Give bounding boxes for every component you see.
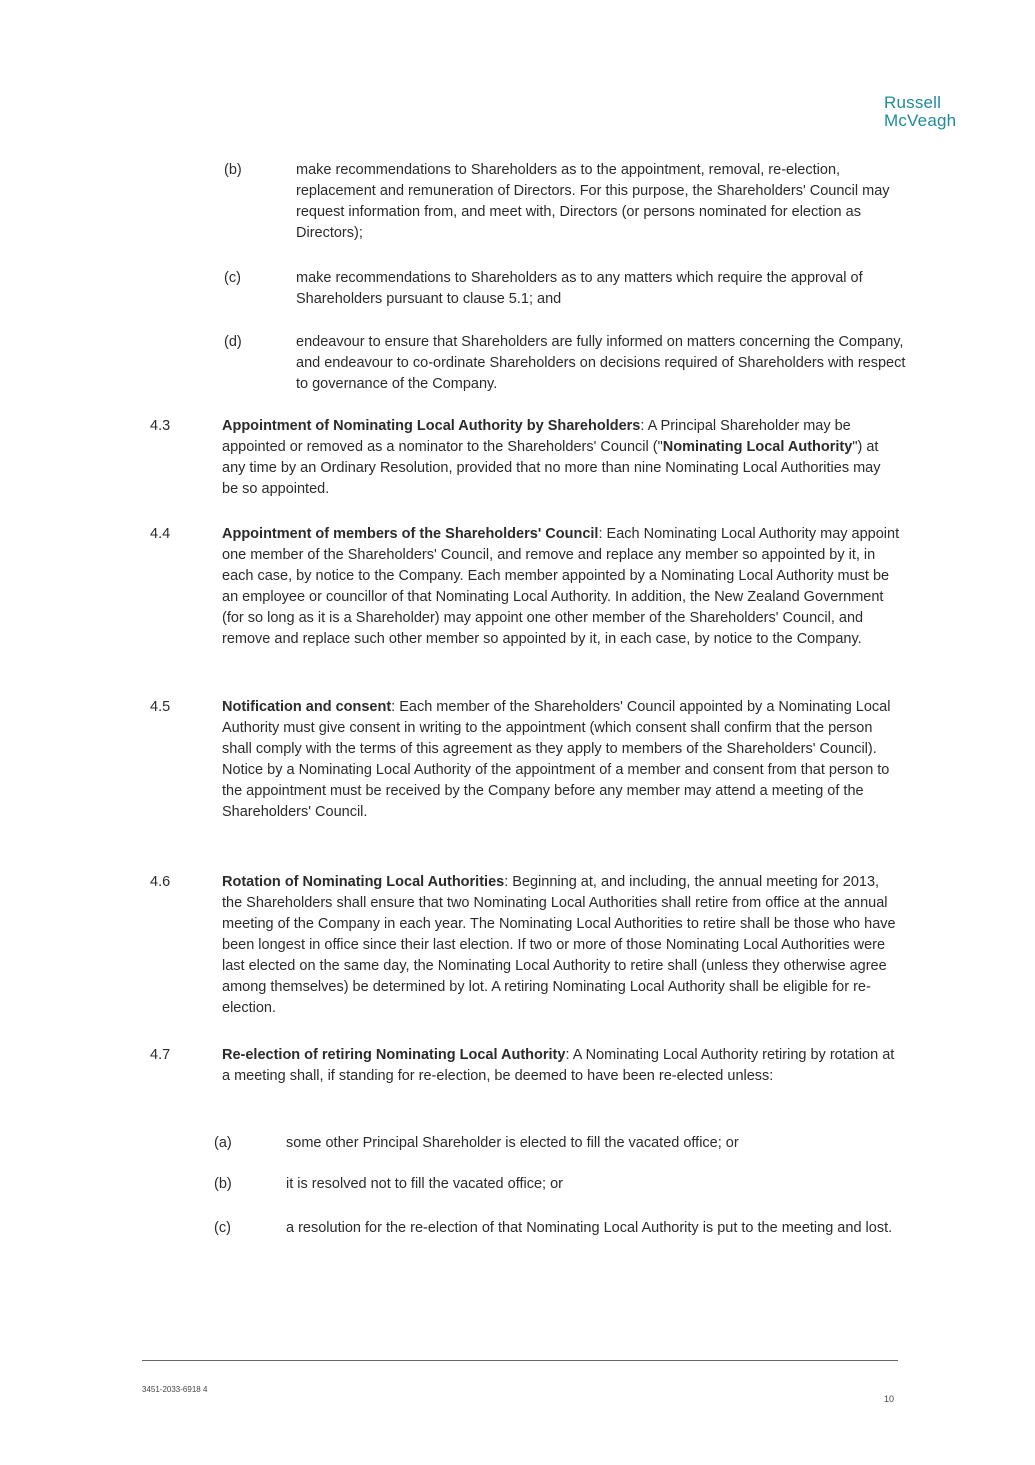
clause-heading: Rotation of Nominating Local Authorities (222, 874, 505, 890)
subclause-text: some other Principal Shareholder is elec… (286, 1135, 739, 1151)
clause-body: : A Nominating Local Authority retiring … (222, 1047, 895, 1084)
subclause-b-2: (b) it is resolved not to fill the vacat… (214, 1174, 904, 1195)
subclause-text: make recommendations to Shareholders as … (296, 270, 863, 307)
clause-4-6: 4.6 Rotation of Nominating Local Authori… (150, 872, 900, 1019)
clause-text: Re-election of retiring Nominating Local… (222, 1045, 900, 1087)
clause-4-5: 4.5 Notification and consent: Each membe… (150, 697, 900, 823)
clause-heading: Appointment of Nominating Local Authorit… (222, 418, 641, 434)
company-logo: Russell McVeagh (884, 94, 956, 130)
footer-divider (142, 1360, 898, 1361)
clause-4-7: 4.7 Re-election of retiring Nominating L… (150, 1045, 900, 1087)
clause-body: : Each member of the Shareholders' Counc… (222, 699, 891, 820)
clause-body: : Beginning at, and including, the annua… (222, 874, 896, 1016)
subclause-b: (b) make recommendations to Shareholders… (224, 160, 914, 244)
subclause-label: (c) (224, 270, 241, 286)
subclause-label: (d) (224, 334, 242, 350)
logo-line-2: McVeagh (884, 111, 957, 130)
clause-body: : Each Nominating Local Authority may ap… (222, 526, 900, 647)
clause-heading: Re-election of retiring Nominating Local… (222, 1047, 566, 1063)
subclause-label: (b) (214, 1176, 232, 1192)
defined-term: Nominating Local Authority (662, 439, 853, 455)
subclause-d: (d) endeavour to ensure that Shareholder… (224, 332, 914, 395)
subclause-a: (a) some other Principal Shareholder is … (214, 1133, 904, 1154)
clause-text: Rotation of Nominating Local Authorities… (222, 872, 900, 1019)
clause-text: Appointment of Nominating Local Authorit… (222, 416, 900, 500)
subclause-text: it is resolved not to fill the vacated o… (286, 1176, 563, 1192)
clause-4-3: 4.3 Appointment of Nominating Local Auth… (150, 416, 900, 500)
clause-number: 4.3 (150, 418, 171, 434)
clause-number: 4.6 (150, 874, 171, 890)
subclause-text: a resolution for the re-election of that… (286, 1220, 893, 1236)
page-number: 10 (884, 1394, 895, 1404)
subclause-text: make recommendations to Shareholders as … (296, 162, 890, 241)
document-reference: 3451-2033-6918 4 (142, 1385, 208, 1394)
subclause-label: (b) (224, 162, 242, 178)
subclause-label: (a) (214, 1135, 232, 1151)
clause-body-part-2: ") at any time by an Ordinary Resolution… (222, 439, 881, 497)
clause-text: Notification and consent: Each member of… (222, 697, 900, 823)
subclause-c: (c) make recommendations to Shareholders… (224, 268, 914, 310)
clause-4-4: 4.4 Appointment of members of the Shareh… (150, 524, 900, 650)
subclause-text: endeavour to ensure that Shareholders ar… (296, 334, 906, 392)
subclause-label: (c) (214, 1220, 231, 1236)
clause-heading: Notification and consent (222, 699, 392, 715)
subclause-c-2: (c) a resolution for the re-election of … (214, 1218, 904, 1239)
clause-heading: Appointment of members of the Shareholde… (222, 526, 599, 542)
clause-number: 4.4 (150, 526, 171, 542)
clause-text: Appointment of members of the Shareholde… (222, 524, 900, 650)
logo-line-1: Russell (884, 93, 942, 112)
clause-body-part-1: : A Principal Shareholder may be appoint… (222, 418, 851, 455)
clause-number: 4.7 (150, 1047, 171, 1063)
clause-number: 4.5 (150, 699, 171, 715)
